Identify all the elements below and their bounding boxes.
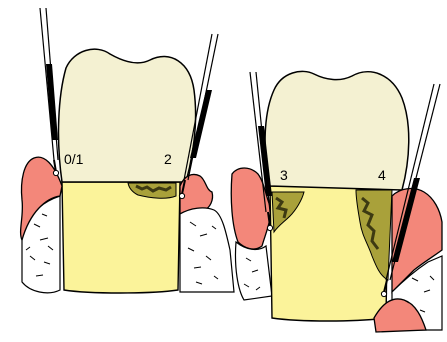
probe-site-0-1 xyxy=(40,8,59,176)
interdental-bone xyxy=(180,208,234,292)
label-site-2: 2 xyxy=(164,151,172,167)
label-site-4: 4 xyxy=(378,167,386,183)
label-site-3: 3 xyxy=(280,167,288,183)
label-site-0-1: 0/1 xyxy=(64,151,84,167)
